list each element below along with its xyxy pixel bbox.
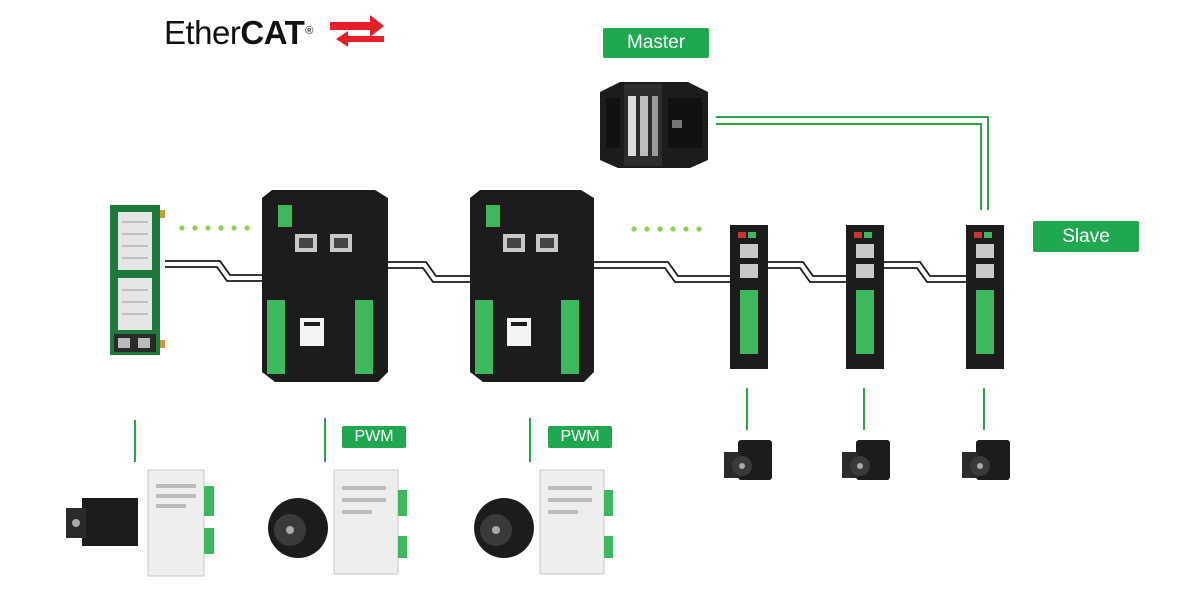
master-label: Master <box>626 32 686 53</box>
stepper-motor <box>66 498 138 546</box>
servo-motor-2 <box>842 440 890 480</box>
logo-text-bold: CAT <box>240 14 305 51</box>
master-badge: Master <box>603 28 709 58</box>
logo-arrow-left <box>336 31 384 47</box>
pwm-badge-2: PWM <box>548 426 612 448</box>
pwm-label-2: PWM <box>560 428 600 445</box>
pwm-motor-2 <box>474 498 534 558</box>
slave-badge: Slave <box>1033 221 1139 252</box>
servo-drive-3 <box>966 225 1004 369</box>
logo-registered: ® <box>305 25 313 37</box>
pwm-driver-2 <box>539 469 613 575</box>
stepper-driver <box>147 469 214 577</box>
pwm-label-1: PWM <box>354 428 394 445</box>
motion-controller-1 <box>262 190 388 382</box>
continuation-dots-right <box>631 226 702 232</box>
logo-arrow-right <box>330 15 384 37</box>
servo-motor-3 <box>962 440 1010 480</box>
pwm-badge-1: PWM <box>342 426 406 448</box>
logo-text-light: Ether <box>164 14 241 51</box>
continuation-dots-left <box>179 225 250 231</box>
pwm-motor-1 <box>268 498 328 558</box>
motion-controller-2 <box>470 190 594 382</box>
servo-drive-1 <box>730 225 768 369</box>
green-connectors <box>134 388 985 462</box>
slave-label: Slave <box>1062 225 1110 247</box>
master-cable <box>716 116 989 210</box>
io-terminal-board <box>110 205 165 355</box>
master-controller <box>600 82 708 168</box>
device-cables <box>165 260 966 283</box>
pwm-driver-1 <box>333 469 407 575</box>
servo-drive-2 <box>846 225 884 369</box>
servo-motor-1 <box>724 440 772 480</box>
ethercat-logo: EtherCAT® <box>164 16 313 49</box>
logo-arrows-icon <box>330 15 384 47</box>
